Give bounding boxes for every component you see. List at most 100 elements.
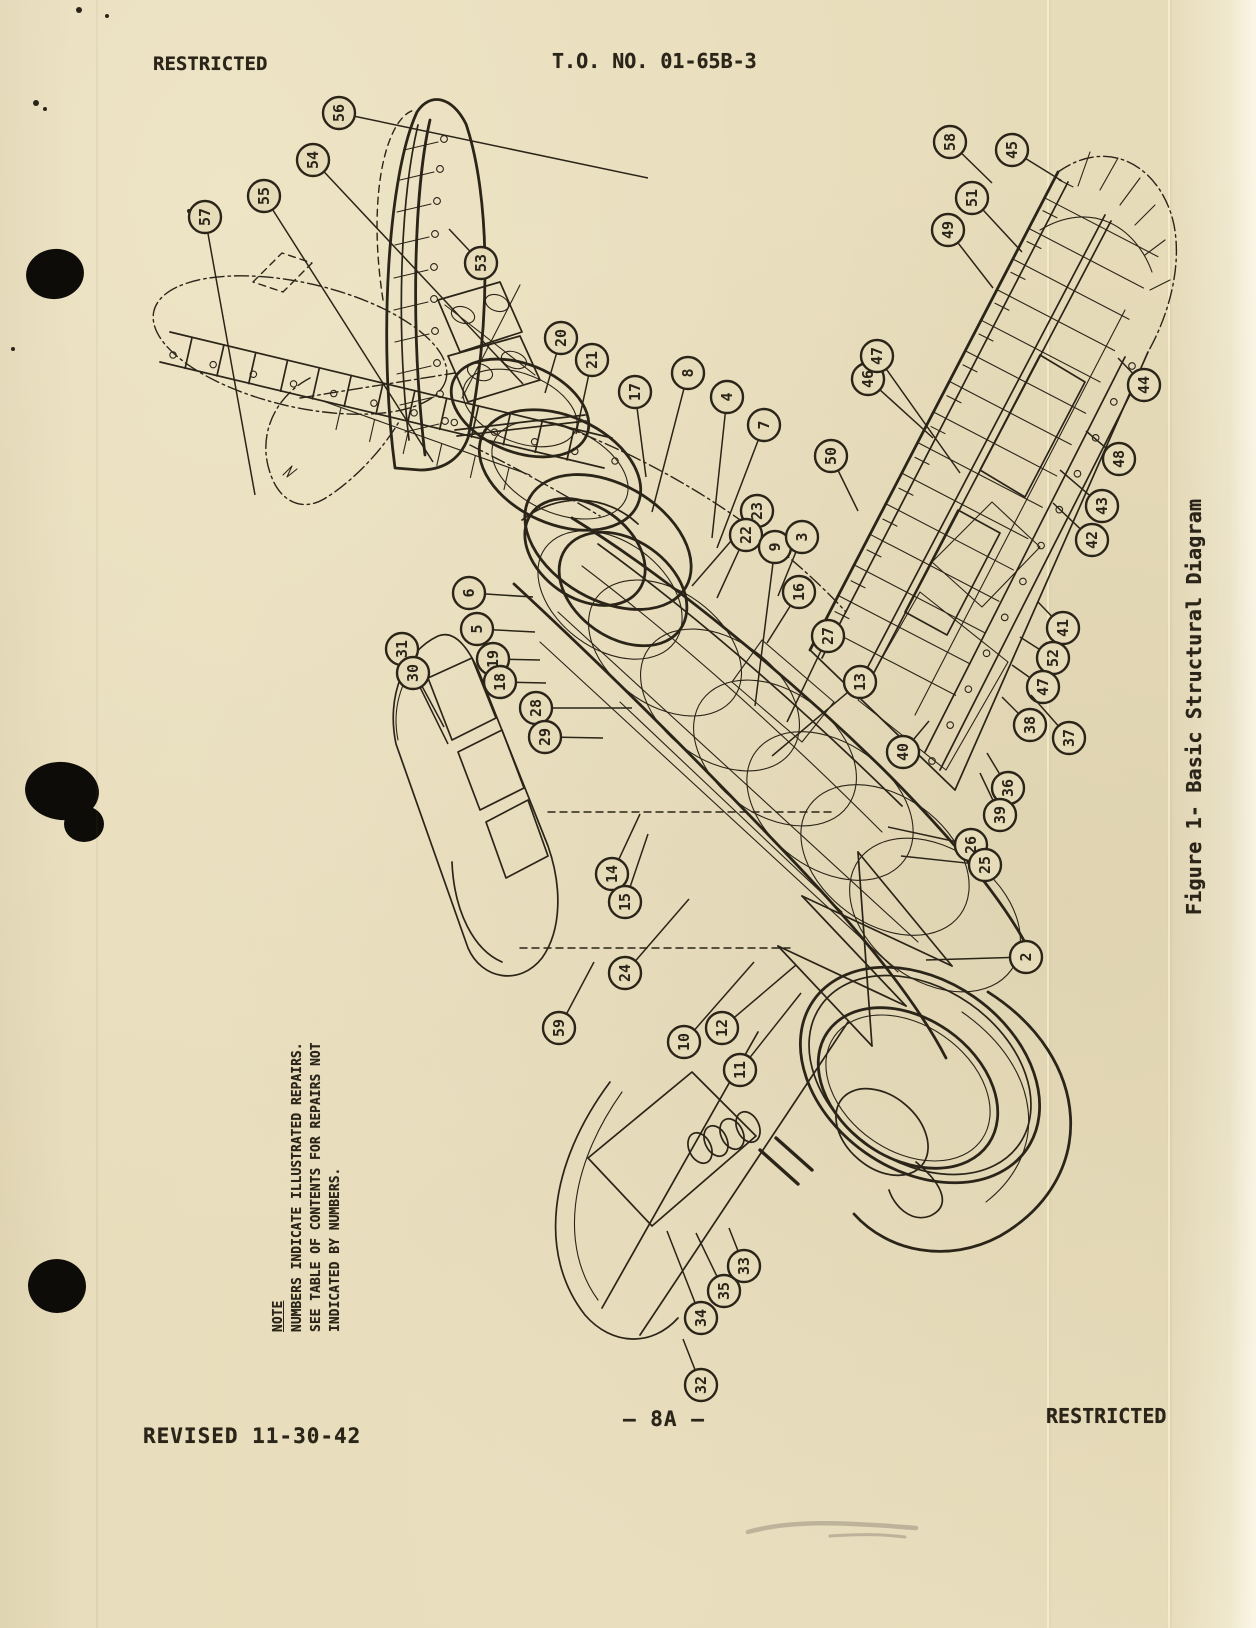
callout-circle — [982, 797, 1018, 833]
callout-5: 5 — [459, 611, 536, 647]
callout-circle — [541, 1010, 577, 1046]
callout-number: 34 — [692, 1309, 710, 1327]
callout-number: 21 — [583, 351, 601, 369]
callout-number: 12 — [713, 1019, 731, 1037]
callout-10: 10 — [666, 961, 755, 1060]
callout-circle — [451, 575, 487, 611]
callout-number: 6 — [460, 588, 478, 597]
callout-number: 51 — [963, 189, 981, 207]
callout-number: 42 — [1083, 531, 1101, 549]
callout-number: 44 — [1135, 376, 1153, 394]
callout-number: 17 — [626, 383, 644, 401]
hole-punch-middle-blot — [64, 806, 104, 842]
callout-14: 14 — [594, 813, 641, 892]
callout-circle — [527, 719, 563, 755]
callout-30: 30 — [395, 655, 449, 745]
callout-4: 4 — [709, 379, 745, 539]
callout-50: 50 — [813, 438, 859, 512]
callout-number: 19 — [484, 650, 502, 668]
callout-number: 22 — [737, 526, 755, 544]
callout-circle — [722, 1052, 758, 1088]
callout-45: 45 — [994, 132, 1063, 182]
callout-36: 36 — [986, 752, 1026, 806]
callout-21: 21 — [574, 342, 610, 435]
callout-number: 10 — [675, 1033, 693, 1051]
pencil-smudge — [745, 1521, 919, 1539]
callout-18: 18 — [482, 664, 547, 700]
callout-circle — [728, 517, 764, 553]
callout-circle — [746, 407, 782, 443]
callout-number: 47 — [1034, 678, 1052, 696]
callout-24: 24 — [607, 898, 690, 991]
page-number: — 8A — — [623, 1407, 705, 1431]
callout-number: 24 — [616, 964, 634, 982]
callout-circle — [859, 338, 895, 374]
tail-group — [152, 98, 847, 613]
callout-41: 41 — [1037, 601, 1081, 646]
callout-16: 16 — [766, 574, 817, 644]
revision-date: REVISED 11-30-42 — [143, 1424, 362, 1448]
callout-47: 47 — [859, 338, 961, 474]
callout-8: 8 — [651, 355, 706, 513]
callout-17: 17 — [617, 374, 653, 478]
callout-circle — [885, 734, 921, 770]
callout-number: 35 — [715, 1282, 733, 1300]
callout-circle — [321, 95, 357, 131]
callout-number: 33 — [735, 1257, 753, 1275]
callout-number: 18 — [491, 673, 509, 691]
callout-number: 45 — [1003, 141, 1021, 159]
callout-circle — [967, 847, 1003, 883]
callout-circle — [706, 1273, 742, 1309]
callout-number: 13 — [851, 673, 869, 691]
callout-34: 34 — [666, 1230, 719, 1336]
callout-number: 52 — [1044, 649, 1062, 667]
callout-number: 25 — [976, 856, 994, 874]
fuselage-group — [512, 497, 1030, 1060]
callout-32: 32 — [682, 1338, 719, 1403]
callout-number: 48 — [1110, 450, 1128, 468]
callout-circle — [666, 1024, 702, 1060]
wing-group — [808, 151, 1178, 791]
callout-number: 53 — [472, 254, 490, 272]
callout-number: 40 — [894, 743, 912, 761]
callout-number: 39 — [991, 806, 1009, 824]
callout-number: 57 — [196, 208, 214, 226]
callout-number: 43 — [1093, 497, 1111, 515]
callout-51: 51 — [954, 180, 1023, 253]
callout-number: 36 — [999, 779, 1017, 797]
callout-circle — [607, 955, 643, 991]
callout-number: 11 — [731, 1061, 749, 1079]
callout-number: 9 — [766, 542, 784, 551]
callout-38: 38 — [1001, 696, 1048, 743]
callout-number: 41 — [1054, 619, 1072, 637]
callout-59: 59 — [541, 961, 595, 1046]
callout-number: 47 — [868, 347, 886, 365]
callout-circle — [594, 856, 630, 892]
callout-circle — [842, 664, 878, 700]
callout-circle — [1126, 367, 1162, 403]
callout-number: 7 — [755, 420, 773, 429]
callout-number: 37 — [1060, 729, 1078, 747]
callout-circle — [463, 245, 499, 281]
callout-circle — [617, 374, 653, 410]
callout-2: 2 — [925, 939, 1044, 975]
callout-39: 39 — [979, 772, 1018, 833]
callout-number: 20 — [552, 329, 570, 347]
callout-number: 4 — [718, 392, 736, 401]
callout-circle — [781, 574, 817, 610]
callout-number: 5 — [468, 624, 486, 633]
callout-11: 11 — [722, 992, 802, 1088]
callout-number: 58 — [941, 133, 959, 151]
callout-40: 40 — [885, 720, 930, 770]
callout-number: 31 — [393, 640, 411, 658]
classification-footer: RESTRICTED — [1046, 1404, 1167, 1428]
doc-number: T.O. NO. 01-65B-3 — [552, 49, 757, 73]
callout-35: 35 — [695, 1232, 742, 1309]
callout-circle — [395, 655, 431, 691]
callout-7: 7 — [716, 407, 782, 549]
callout-circle — [683, 1367, 719, 1403]
callout-number: 16 — [790, 583, 808, 601]
callout-circle — [543, 320, 579, 356]
callout-circle — [1051, 720, 1087, 756]
